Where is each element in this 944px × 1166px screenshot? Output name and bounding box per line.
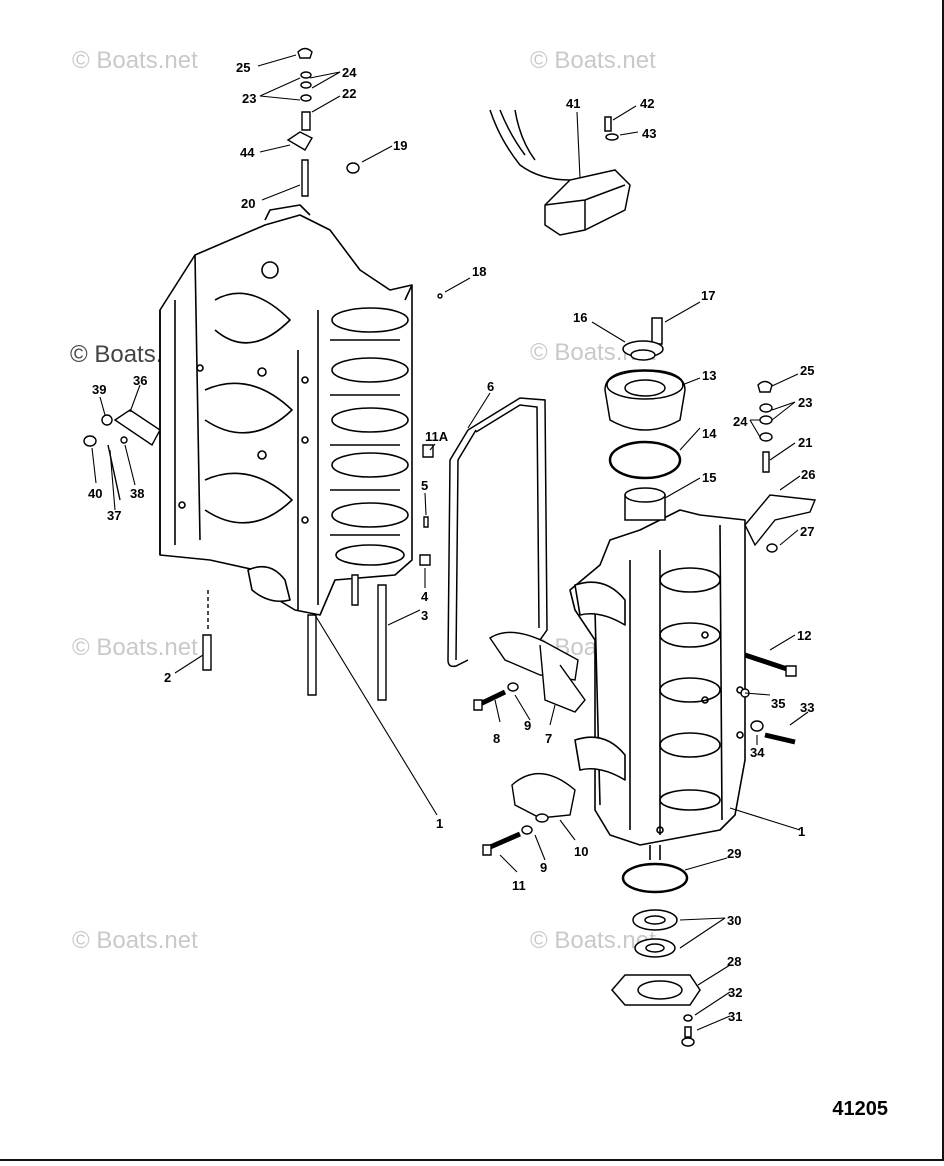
studs-left bbox=[203, 575, 386, 700]
callout-22: 22 bbox=[342, 86, 356, 101]
callout-27: 27 bbox=[800, 524, 814, 539]
callout-43: 43 bbox=[642, 126, 656, 141]
callout-25a: 25 bbox=[236, 60, 250, 75]
watermark-2: © Boats.net bbox=[530, 47, 656, 74]
watermark-7: © Boats.net bbox=[72, 927, 198, 954]
callout-4: 4 bbox=[421, 589, 429, 604]
callout-29: 29 bbox=[727, 846, 741, 861]
bottom-border bbox=[0, 1159, 944, 1161]
callout-7: 7 bbox=[545, 731, 552, 746]
callout-9b: 9 bbox=[540, 860, 547, 875]
callout-37: 37 bbox=[107, 508, 121, 523]
callout-5: 5 bbox=[421, 478, 428, 493]
callout-3: 3 bbox=[421, 608, 428, 623]
callout-labels: 25 24 23 22 44 19 20 41 42 43 18 17 16 1… bbox=[88, 60, 815, 1024]
callout-24b: 24 bbox=[733, 414, 748, 429]
callout-36: 36 bbox=[133, 373, 147, 388]
watermark-5: © Boats.net bbox=[72, 634, 198, 661]
callout-1b: 1 bbox=[798, 824, 805, 839]
callout-25b: 25 bbox=[800, 363, 814, 378]
callout-35: 35 bbox=[771, 696, 785, 711]
callout-31: 31 bbox=[728, 1009, 742, 1024]
callout-38: 38 bbox=[130, 486, 144, 501]
callout-17: 17 bbox=[701, 288, 715, 303]
dowel-parts bbox=[420, 445, 433, 565]
callout-26: 26 bbox=[801, 467, 815, 482]
callout-23b: 23 bbox=[798, 395, 812, 410]
callout-44: 44 bbox=[240, 145, 255, 160]
callout-16: 16 bbox=[573, 310, 587, 325]
callout-42: 42 bbox=[640, 96, 654, 111]
top-left-hardware bbox=[288, 49, 442, 299]
callout-30: 30 bbox=[727, 913, 741, 928]
callout-28: 28 bbox=[727, 954, 741, 969]
cylinder-block-left bbox=[160, 205, 412, 615]
callout-32: 32 bbox=[728, 985, 742, 1000]
lower-brackets bbox=[474, 632, 796, 855]
electrical-module bbox=[490, 110, 630, 235]
callout-13: 13 bbox=[702, 368, 716, 383]
callout-10: 10 bbox=[574, 844, 588, 859]
right-border bbox=[942, 0, 944, 1161]
leader-lines bbox=[92, 55, 808, 1030]
watermark-1: © Boats.net bbox=[72, 47, 198, 74]
callout-8: 8 bbox=[493, 731, 500, 746]
callout-12: 12 bbox=[797, 628, 811, 643]
callout-23a: 23 bbox=[242, 91, 256, 106]
lower-seal-parts bbox=[612, 864, 700, 1046]
callout-6: 6 bbox=[487, 379, 494, 394]
callout-24a: 24 bbox=[342, 65, 357, 80]
callout-2: 2 bbox=[164, 670, 171, 685]
callout-34: 34 bbox=[750, 745, 765, 760]
bracket-parts-36-40 bbox=[84, 410, 160, 500]
callout-15: 15 bbox=[702, 470, 716, 485]
callout-20: 20 bbox=[241, 196, 255, 211]
callout-19: 19 bbox=[393, 138, 407, 153]
upper-bearing-assembly bbox=[605, 318, 685, 520]
callout-33: 33 bbox=[800, 700, 814, 715]
callout-9a: 9 bbox=[524, 718, 531, 733]
figure-number: 41205 bbox=[832, 1098, 888, 1120]
hose-tube bbox=[448, 398, 547, 666]
callout-18: 18 bbox=[472, 264, 486, 279]
callout-11: 11 bbox=[512, 878, 526, 893]
callout-41: 41 bbox=[566, 96, 580, 111]
cylinder-block-right bbox=[570, 510, 745, 860]
callout-14: 14 bbox=[702, 426, 717, 441]
callout-21: 21 bbox=[798, 435, 812, 450]
callout-1a: 1 bbox=[436, 816, 443, 831]
callout-11a: 11A bbox=[425, 429, 449, 444]
callout-39: 39 bbox=[92, 382, 106, 397]
callout-40: 40 bbox=[88, 486, 102, 501]
right-upper-hardware bbox=[745, 382, 815, 553]
